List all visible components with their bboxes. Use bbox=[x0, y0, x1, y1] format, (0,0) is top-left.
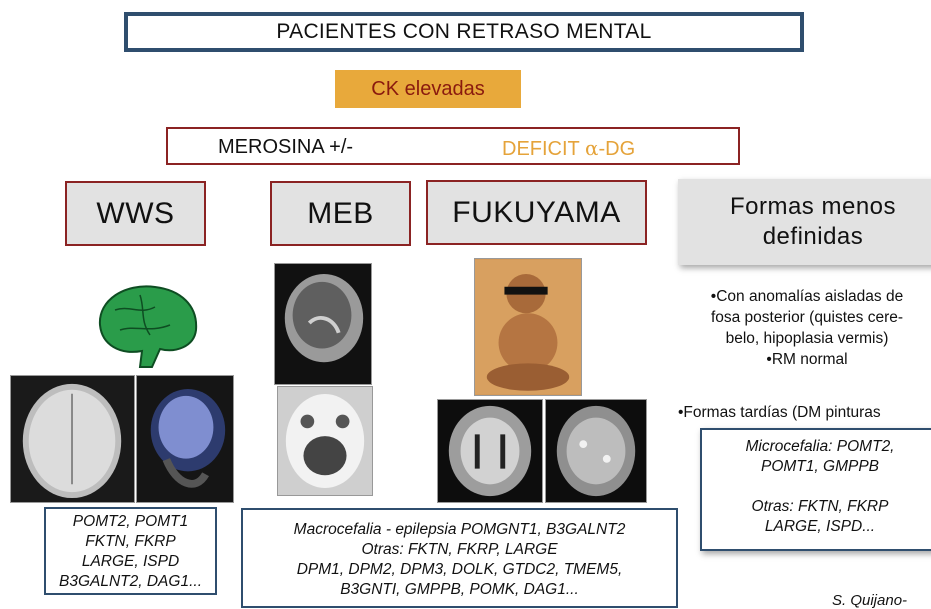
ck-badge: CK elevadas bbox=[335, 70, 521, 108]
category-fukuyama-label: FUKUYAMA bbox=[452, 195, 621, 229]
author-credit-text: S. Quijano- bbox=[832, 592, 908, 609]
formas-bullet1-line1: •Con anomalías aisladas de bbox=[710, 288, 904, 305]
deficit-label: DEFICIT α-DG bbox=[502, 136, 635, 161]
genes-meb-line: Otras: FKTN, FKRP, LARGE bbox=[361, 541, 558, 558]
genes-wws-box: POMT2, POMT1 FKTN, FKRP LARGE, ISPD B3GA… bbox=[44, 507, 217, 595]
genes-formas-spacer bbox=[702, 477, 931, 497]
axial-mri-fukuyama-2-image bbox=[545, 399, 647, 503]
category-meb: MEB bbox=[270, 181, 411, 246]
sagittal-mri-meb-image bbox=[274, 263, 372, 385]
formas-bullet2-text: •Formas tardías (DM pinturas bbox=[678, 404, 881, 421]
genes-formas-line: Microcefalia: POMT2, bbox=[745, 438, 895, 455]
formas-description: •Con anomalías aisladas de fosa posterio… bbox=[676, 286, 931, 370]
ct-scan-image bbox=[10, 375, 135, 503]
category-meb-label: MEB bbox=[307, 196, 374, 230]
category-wws-label: WWS bbox=[96, 196, 175, 230]
merosina-box: MEROSINA +/- DEFICIT α-DG bbox=[166, 127, 740, 165]
sagittal-mri-wws-image bbox=[136, 375, 234, 503]
child-photo-image bbox=[474, 258, 582, 396]
category-fukuyama: FUKUYAMA bbox=[426, 180, 647, 245]
genes-meb-box: Macrocefalia - epilepsia POMGNT1, B3GALN… bbox=[241, 508, 678, 608]
category-formas-line2: definidas bbox=[762, 223, 864, 250]
genes-formas-line: Otras: FKTN, FKRP bbox=[751, 498, 889, 515]
genes-formas-box: Microcefalia: POMT2, POMT1, GMPPB Otras:… bbox=[700, 428, 931, 551]
ck-badge-label: CK elevadas bbox=[371, 77, 485, 100]
formas-bullet1-line2: fosa posterior (quistes cere- bbox=[710, 309, 904, 326]
formas-bullet2: •Formas tardías (DM pinturas bbox=[678, 402, 931, 423]
author-credit: S. Quijano- bbox=[832, 592, 907, 609]
category-wws: WWS bbox=[65, 181, 206, 246]
genes-wws-line: B3GALNT2, DAG1... bbox=[59, 573, 202, 590]
genes-formas-line: LARGE, ISPD... bbox=[764, 518, 876, 535]
axial-mri-meb-image bbox=[277, 386, 373, 496]
genes-meb-line: DPM1, DPM2, DPM3, DOLK, GTDC2, TMEM5, bbox=[296, 561, 623, 578]
genes-wws-line: LARGE, ISPD bbox=[81, 553, 180, 570]
deficit-prefix: DEFICIT bbox=[502, 138, 585, 160]
formas-bullet1-line4: •RM normal bbox=[766, 351, 848, 368]
alpha-symbol: α bbox=[584, 136, 599, 160]
formas-bullet1-line3: belo, hipoplasia vermis) bbox=[725, 330, 889, 347]
title-box: PACIENTES CON RETRASO MENTAL bbox=[124, 12, 804, 52]
merosina-label: MEROSINA +/- bbox=[218, 136, 354, 158]
genes-meb-line: Macrocefalia - epilepsia POMGNT1, B3GALN… bbox=[293, 521, 626, 538]
axial-mri-fukuyama-1-image bbox=[437, 399, 543, 503]
genes-wws-line: FKTN, FKRP bbox=[85, 533, 176, 550]
brain-3d-image bbox=[80, 275, 206, 373]
page-title: PACIENTES CON RETRASO MENTAL bbox=[276, 20, 652, 43]
category-formas: Formas menos definidas bbox=[678, 179, 931, 265]
category-formas-line1: Formas menos bbox=[729, 193, 897, 220]
genes-formas-line: POMT1, GMPPB bbox=[761, 458, 879, 475]
deficit-suffix: -DG bbox=[598, 138, 636, 160]
genes-wws-line: POMT2, POMT1 bbox=[72, 513, 189, 530]
genes-meb-line: B3GNTI, GMPPB, POMK, DAG1... bbox=[340, 581, 579, 598]
